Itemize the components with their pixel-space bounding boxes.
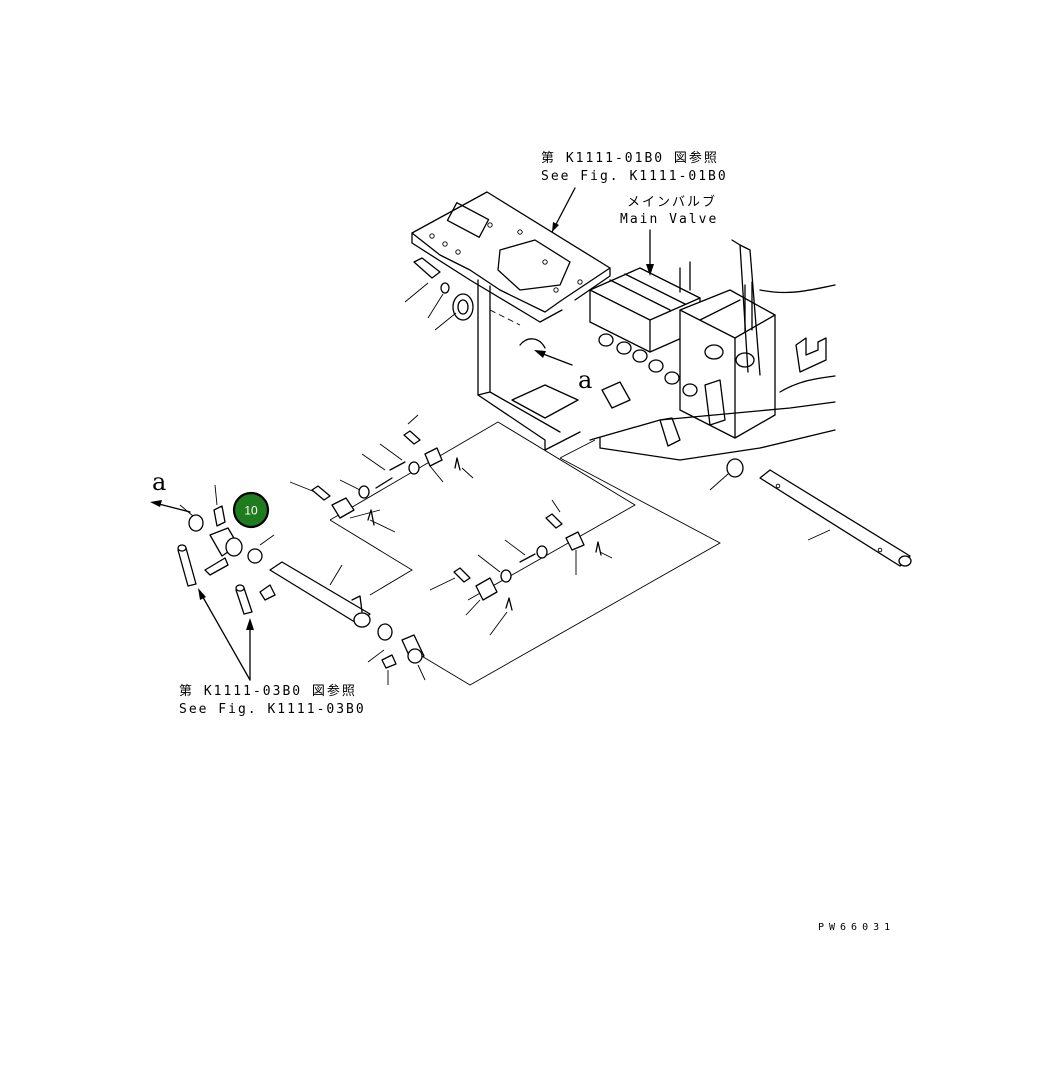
linkage-hardware-upper: [289, 414, 474, 533]
text-labels: 第 K1111-01B0 図参照 See Fig. K1111-01B0 メイン…: [152, 150, 895, 933]
view-a-center-label: a: [578, 366, 592, 394]
ref-top-jp-label: 第 K1111-01B0 図参照: [541, 150, 719, 166]
callout-circle[interactable]: [232, 491, 270, 529]
ref-top-en-label: See Fig. K1111-01B0: [541, 169, 728, 184]
main-valve-jp-label: メインバルブ: [627, 194, 717, 210]
right-shaft: [709, 458, 912, 567]
linkage-rods: [329, 421, 721, 686]
drawing-code-label: PW66031: [818, 922, 895, 933]
view-a-left-label: a: [152, 468, 166, 496]
main-valve-assembly: [589, 239, 836, 461]
ref-bottom-jp-label: 第 K1111-03B0 図参照: [179, 683, 357, 699]
callout-badge[interactable]: 10: [232, 491, 270, 529]
frame-bracket: [404, 191, 611, 451]
linkage-hardware-lower: [429, 499, 613, 636]
main-valve-en-label: Main Valve: [620, 212, 718, 227]
ref-bottom-en-label: See Fig. K1111-03B0: [179, 702, 366, 717]
reference-arrows: [150, 187, 654, 681]
callout-number[interactable]: 10: [244, 504, 258, 518]
left-lever-assembly: [177, 484, 426, 685]
